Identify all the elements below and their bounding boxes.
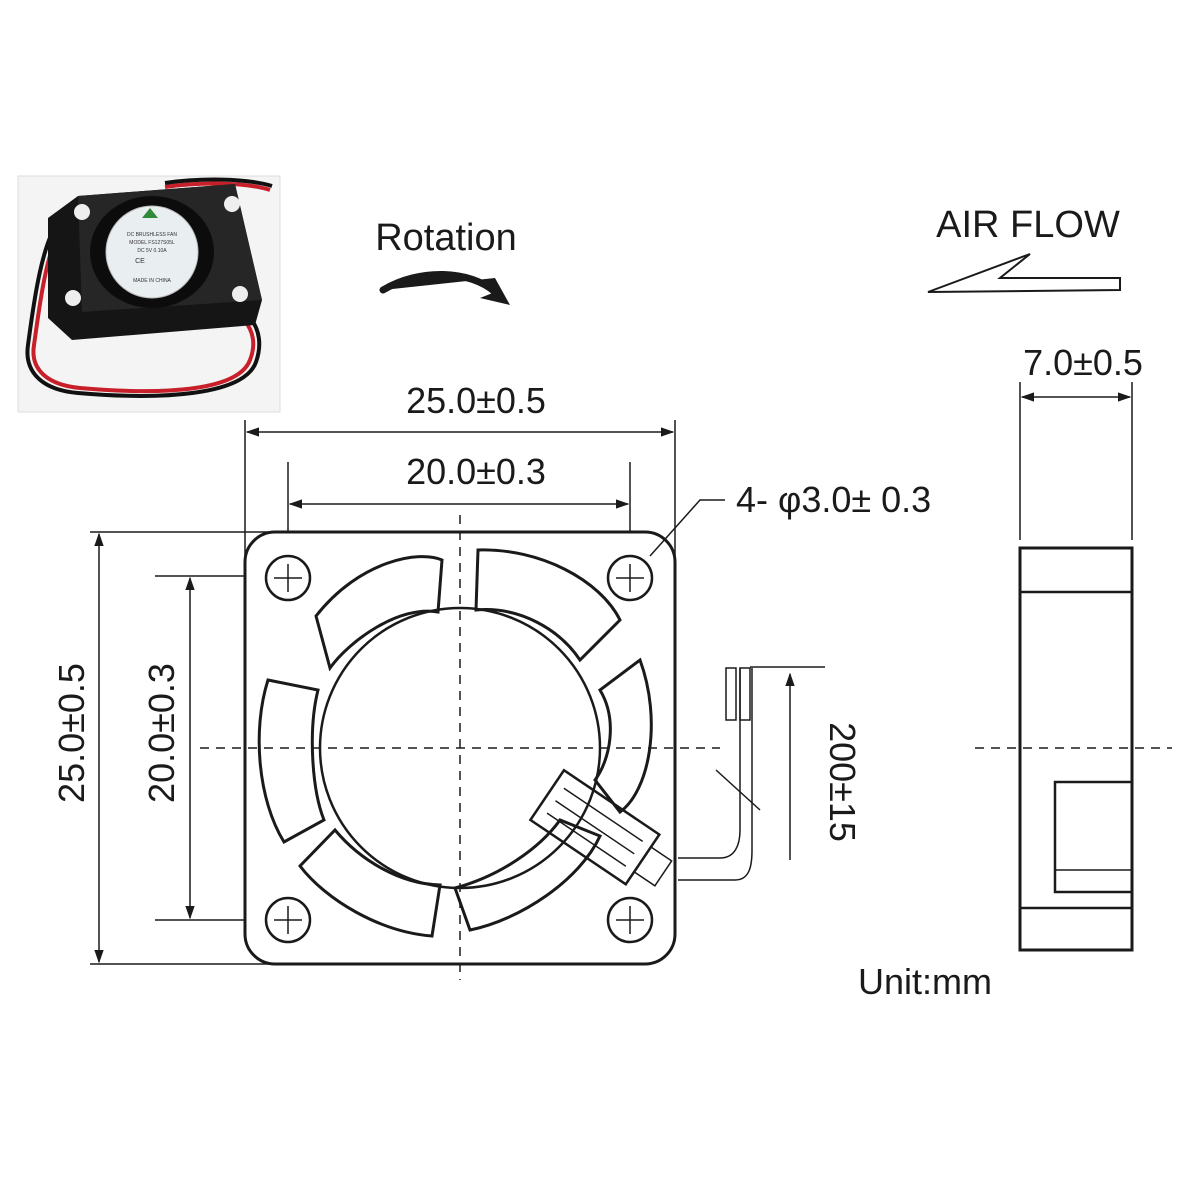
- side-frame: [1018, 546, 1134, 952]
- height-outer-dim: 25.0±0.5: [51, 663, 92, 803]
- mounting-hole: [264, 896, 312, 944]
- fan-blade: [593, 657, 653, 815]
- rotation-label: Rotation: [375, 217, 517, 259]
- cable-length-dim: 200±15: [822, 722, 863, 842]
- width-outer-dim: 25.0±0.5: [406, 380, 546, 421]
- rotation-arrow: [383, 274, 510, 305]
- sticker-line: DC BRUSHLESS FAN: [127, 232, 177, 238]
- mounting-hole: [606, 896, 654, 944]
- fan-blade: [314, 555, 444, 672]
- fan-wire: [678, 668, 741, 859]
- fan-blade: [298, 827, 442, 938]
- side-view: [975, 546, 1172, 952]
- fan-wire: [678, 668, 753, 881]
- air-flow-label: AIR FLOW: [936, 204, 1120, 246]
- rotation-indicator: Rotation: [375, 217, 517, 305]
- air-flow-indicator: AIR FLOW: [927, 204, 1121, 293]
- height-holes-dim: 20.0±0.3: [141, 663, 182, 803]
- fan-blade: [453, 818, 603, 932]
- fan-blade: [474, 548, 622, 663]
- air-flow-arrow: [927, 253, 1121, 293]
- mounting-hole: [606, 554, 654, 602]
- sticker-line: CE: [135, 258, 145, 265]
- unit-label: Unit:mm: [858, 961, 992, 1002]
- front-view: [200, 515, 761, 980]
- sticker-line: MADE IN CHINA: [133, 278, 171, 284]
- product-photo: DC BRUSHLESS FAN MODEL FS127S05L DC 5V 0…: [17, 175, 281, 413]
- dimensions: 25.0±0.5 20.0±0.3 25.0±0.5 20.0±0.3 4- φ…: [51, 342, 1143, 965]
- fan-blade: [257, 678, 326, 845]
- sticker-line: MODEL FS127S05L: [129, 240, 175, 246]
- thickness-dim: 7.0±0.5: [1023, 342, 1143, 383]
- width-holes-dim: 20.0±0.3: [406, 451, 546, 492]
- wire-connector: [528, 768, 673, 887]
- side-connector: [1053, 780, 1134, 894]
- holes-dim: 4- φ3.0± 0.3: [736, 479, 931, 520]
- mounting-hole: [264, 554, 312, 602]
- sticker-line: DC 5V 0.10A: [137, 248, 167, 254]
